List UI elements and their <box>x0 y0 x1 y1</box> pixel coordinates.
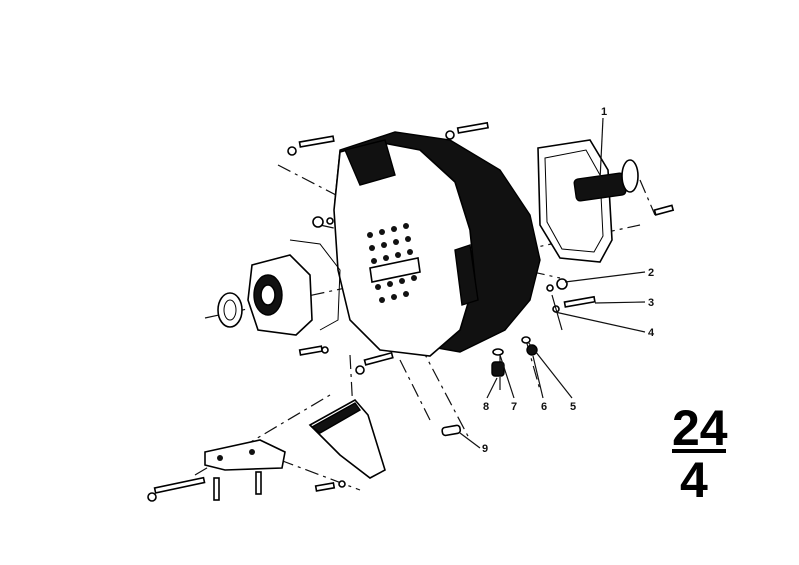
bolt-part-3 <box>552 295 596 313</box>
page-number-top: 24 <box>672 400 728 456</box>
washer-part-7 <box>492 348 504 356</box>
page-number-divider <box>672 449 726 453</box>
callout-5: 5 <box>570 401 576 413</box>
callout-9: 9 <box>482 443 488 455</box>
callout-3: 3 <box>648 297 654 309</box>
bolt-bracket-1 <box>213 477 220 501</box>
bolt-top-center <box>445 121 489 140</box>
page-number-bottom: 4 <box>680 452 708 508</box>
callout-2: 2 <box>648 267 654 279</box>
nut-part-2 <box>546 278 568 292</box>
callout-leader-lines <box>459 117 646 449</box>
dust-cover <box>308 398 386 479</box>
bolt-right-cover <box>653 204 675 216</box>
bolt-long-bottom <box>147 476 206 502</box>
callout-6: 6 <box>541 401 547 413</box>
page-number: 24 4 <box>672 400 728 508</box>
release-bracket <box>204 439 286 471</box>
callout-1: 1 <box>601 106 607 118</box>
callout-8: 8 <box>483 401 489 413</box>
bolt-top-left <box>287 135 335 156</box>
plug-part-8 <box>491 361 505 377</box>
cover-plate-with-shaft <box>537 139 639 263</box>
pin-part-5 <box>521 336 531 344</box>
bolt-lower-center <box>355 351 394 375</box>
bolt-bracket-2 <box>255 471 262 495</box>
bell-housing <box>333 131 541 357</box>
bolt-bottom-center <box>314 480 346 492</box>
bolt-lower-left <box>298 345 329 356</box>
callout-7: 7 <box>511 401 517 413</box>
bolts <box>147 121 675 502</box>
housing-vent-holes <box>367 223 417 303</box>
release-bearing-assembly <box>217 239 341 336</box>
bolt-left-flange <box>312 216 334 228</box>
nut-part-6 <box>526 344 538 356</box>
callout-4: 4 <box>648 327 655 339</box>
dowel-part-9 <box>441 424 462 437</box>
